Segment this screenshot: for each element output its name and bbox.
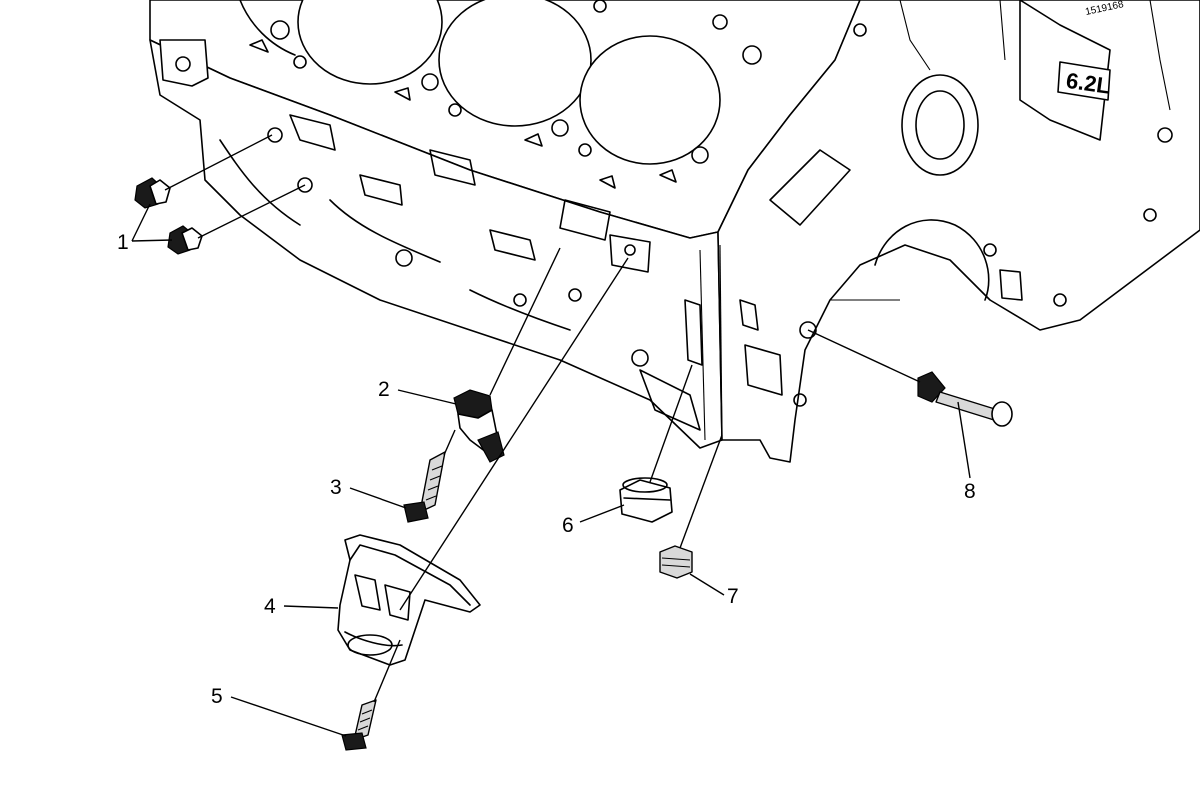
- callouts: 1 2 3 4 5 6 7 8: [117, 203, 976, 737]
- engine-block: 6.2L 1519168: [149, 0, 1200, 463]
- callout-1: 1: [117, 231, 129, 254]
- cylinder-bore-1: [297, 0, 443, 85]
- cylinder-bore-edge: [239, 0, 296, 56]
- block-front-face: [717, 0, 1200, 463]
- part-3-bolt: [403, 429, 456, 523]
- callout-8: 8: [964, 480, 976, 503]
- part-8-bolt: [807, 329, 1013, 427]
- part-1-plugs: [134, 134, 306, 255]
- callout-5: 5: [211, 685, 223, 708]
- block-side-details: [204, 114, 723, 441]
- part-4-cover: [337, 257, 629, 666]
- block-displacement-marking: 6.2L: [1064, 68, 1111, 99]
- cylinder-bore-2: [438, 0, 592, 127]
- callout-6: 6: [562, 514, 574, 537]
- deck-holes: [249, 0, 762, 189]
- cylinder-bore-3: [579, 35, 721, 165]
- callout-3: 3: [330, 476, 342, 499]
- block-mount-ear: [159, 39, 209, 87]
- block-front-details: [739, 0, 1173, 407]
- mount-ear-hole: [175, 56, 191, 72]
- callout-2: 2: [378, 378, 390, 401]
- part-2-sensor: [453, 247, 561, 463]
- part-6-plug: [619, 364, 693, 523]
- cam-bore: [901, 74, 979, 176]
- part-7-plug: [659, 434, 723, 579]
- callout-4: 4: [264, 595, 276, 618]
- part-5-bolt: [341, 639, 401, 751]
- callout-7: 7: [727, 585, 739, 608]
- displacement-boss: [1057, 61, 1111, 101]
